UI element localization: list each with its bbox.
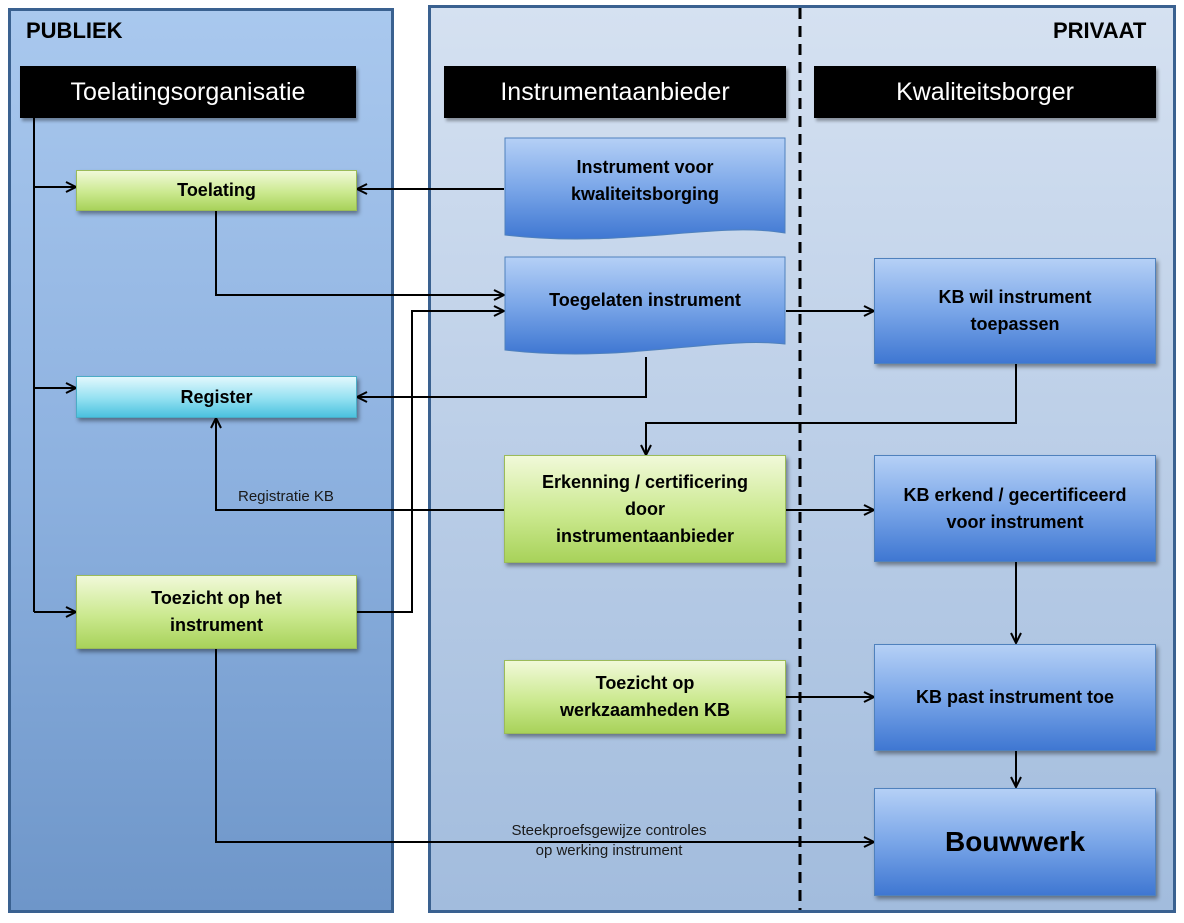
edge-toezicht-to-toegelaten: [357, 311, 504, 613]
node-toezicht-werk-line2: werkzaamheden KB: [559, 700, 731, 720]
node-instrument-kb-line1: Instrument voor: [576, 157, 714, 177]
label-steekproef: Steekproefsgewijze controles op werking i…: [478, 821, 740, 862]
node-toegelaten-instrument-label: Toegelaten instrument: [549, 289, 741, 310]
edge-kbwil-to-erkenning: [646, 364, 1017, 455]
node-erkenning-line1: Erkenning / certificering: [541, 471, 749, 492]
node-bouwwerk: Bouwwerk: [874, 788, 1156, 896]
node-erkenning-line2: door: [625, 498, 665, 519]
edge-erkenning-to-register: [216, 418, 504, 511]
label-steekproef-line1: Steekproefsgewijze controles: [511, 822, 707, 839]
node-register: Register: [76, 376, 357, 418]
edge-toezicht-to-bouwwerk: [215, 649, 874, 842]
header-instrumentaanbieder: Instrumentaanbieder: [444, 66, 786, 118]
node-toezicht-instrument-line1: Toezicht op het: [151, 588, 282, 608]
node-kb-wil-line1: KB wil instrument: [938, 287, 1092, 307]
node-kb-past-instrument: KB past instrument toe: [874, 644, 1156, 751]
node-toezicht-werk-line1: Toezicht op: [595, 673, 695, 693]
label-steekproef-line2: op werking instrument: [535, 842, 683, 860]
edge-toegelaten-to-register: [357, 357, 647, 397]
node-toezicht-werkzaamheden: Toezicht op werkzaamheden KB: [504, 660, 786, 734]
header-toelatingsorganisatie: Toelatingsorganisatie: [20, 66, 356, 118]
private-zone-title: PRIVAAT: [1053, 18, 1147, 43]
node-instrument-kb-line2: kwaliteitsborging: [570, 184, 720, 204]
node-toegelaten-instrument: Toegelaten instrument: [504, 256, 786, 362]
node-erkenning-line3: instrumentaanbieder: [555, 525, 735, 546]
edge-toelating-to-toegelaten: [215, 211, 504, 295]
node-toezicht-instrument-line2: instrument: [169, 615, 263, 635]
node-kb-erkend-line1: KB erkend / gecertificeerd: [903, 484, 1127, 505]
node-kb-wil-line2: toepassen: [970, 314, 1060, 334]
public-zone-title: PUBLIEK: [26, 18, 123, 43]
header-kwaliteitsborger: Kwaliteitsborger: [814, 66, 1156, 118]
public-zone-panel: [8, 8, 394, 913]
node-erkenning-certificering: Erkenning / certificering door instrumenta…: [504, 455, 786, 563]
node-kb-wil-instrument: KB wil instrument toepassen: [874, 258, 1156, 364]
node-toezicht-instrument: Toezicht op het instrument: [76, 575, 357, 649]
node-instrument-kwaliteitsborging: Instrument voor kwaliteitsborging: [504, 137, 786, 245]
label-registratie-kb: Registratie KB: [238, 488, 334, 505]
node-kb-erkend: KB erkend / gecertificeerd voor instrumen…: [874, 455, 1156, 562]
node-toelating: Toelating: [76, 170, 357, 211]
node-kb-erkend-line2: voor instrument: [946, 511, 1084, 532]
